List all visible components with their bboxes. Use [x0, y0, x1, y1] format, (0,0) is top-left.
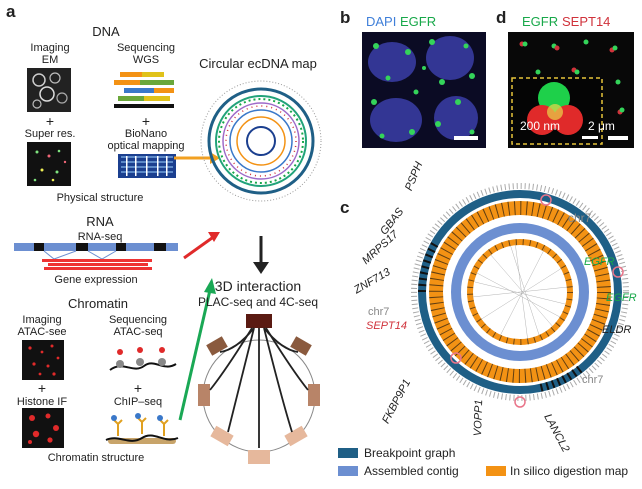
label-chr7-left: chr7: [368, 306, 390, 318]
chromatin-plus-2: +: [133, 380, 143, 396]
chromatin-plus-1: +: [37, 380, 47, 396]
chromatin-imaging-label: Imaging: [22, 314, 62, 326]
legend-swatch-contig: [338, 466, 358, 476]
panel-d-egfr: EGFR: [522, 14, 559, 29]
circular-map-title: Circular ecDNA map: [199, 56, 317, 71]
atac-seq-label: ATAC-seq: [113, 326, 163, 338]
em-image: [27, 68, 71, 112]
panel-d-main-scale: 2 μm: [588, 119, 615, 133]
rna-title: RNA: [86, 214, 114, 229]
interaction-subtitle: PLAC-seq and 4C-seq: [197, 295, 319, 309]
panel-b-egfr: EGFR: [400, 14, 437, 29]
atac-see-image: [22, 340, 64, 380]
legend-digestion: In silico digestion map: [510, 464, 629, 478]
chromatin-structure-label: Chromatin structure: [47, 452, 145, 464]
circular-ecdna-map: [200, 80, 322, 202]
label-mrps17: MRPS17: [360, 228, 401, 267]
panel-label-a: a: [6, 2, 16, 21]
panel-b-micrograph: [362, 32, 486, 148]
label-egfr-upper: EGFR: [584, 256, 615, 268]
panel-label-b: b: [340, 8, 351, 27]
label-chr7-top: chr7: [568, 211, 592, 225]
dna-em-label: EM: [41, 54, 59, 66]
panel-c-circos: [411, 183, 629, 408]
dna-title: DNA: [92, 24, 120, 39]
legend-contig: Assembled contig: [364, 464, 459, 478]
wgs-reads: [114, 72, 174, 108]
atac-see-label: ATAC-see: [17, 326, 67, 338]
chromatin-sequencing-label: Sequencing: [108, 314, 168, 326]
down-arrow: [253, 236, 269, 274]
dna-plus-2: +: [141, 113, 151, 129]
label-fkbp9p1: FKBP9P1: [380, 377, 414, 426]
panel-d-sept14: SEPT14: [562, 14, 611, 29]
dna-sequencing-label: Sequencing: [116, 42, 176, 54]
label-znf713: ZNF713: [352, 266, 393, 297]
histone-if-label: Histone IF: [16, 396, 68, 408]
legend-swatch-digestion: [486, 466, 506, 476]
legend-swatch-breakpoint: [338, 448, 358, 458]
legend-breakpoint: Breakpoint graph: [364, 446, 456, 460]
interaction-title: 3D interaction: [214, 278, 302, 294]
super-res-image: [27, 142, 71, 186]
chromatin-title: Chromatin: [68, 296, 128, 311]
panel-label-c: c: [340, 198, 350, 217]
flow-arrows: [174, 152, 220, 421]
atac-seq-diagram: [109, 347, 177, 371]
dna-imaging-label: Imaging: [30, 42, 70, 54]
label-eldr: ELDR: [602, 324, 632, 336]
optical-mapping-label: optical mapping: [107, 140, 185, 152]
histone-if-image: [22, 408, 64, 448]
dna-wgs-label: WGS: [132, 54, 160, 66]
label-vopp1: VOPP1: [472, 399, 486, 437]
optical-map-image: [118, 154, 176, 178]
label-chr7-bottom-right: chr7: [582, 374, 604, 386]
rna-seq-track: [14, 243, 178, 270]
interaction-diagram: [198, 314, 320, 464]
chip-seq-label: ChIP–seq: [113, 396, 163, 408]
panel-d-inset-scale: 200 nm: [520, 119, 561, 133]
bionano-label: BioNano: [124, 128, 168, 140]
rna-seq-label: RNA-seq: [77, 231, 123, 243]
dna-plus-1: +: [45, 113, 55, 129]
chip-seq-diagram: [105, 413, 179, 444]
panel-label-d: d: [496, 8, 507, 27]
physical-structure-label: Physical structure: [56, 192, 144, 204]
label-sept14: SEPT14: [366, 320, 407, 332]
super-res-label: Super res.: [24, 128, 76, 140]
panel-b-dapi: DAPI: [366, 14, 397, 29]
gene-expression-label: Gene expression: [54, 274, 138, 286]
label-egfr-lower: EGFR: [606, 292, 637, 304]
panel-d-micrograph: [508, 32, 634, 148]
